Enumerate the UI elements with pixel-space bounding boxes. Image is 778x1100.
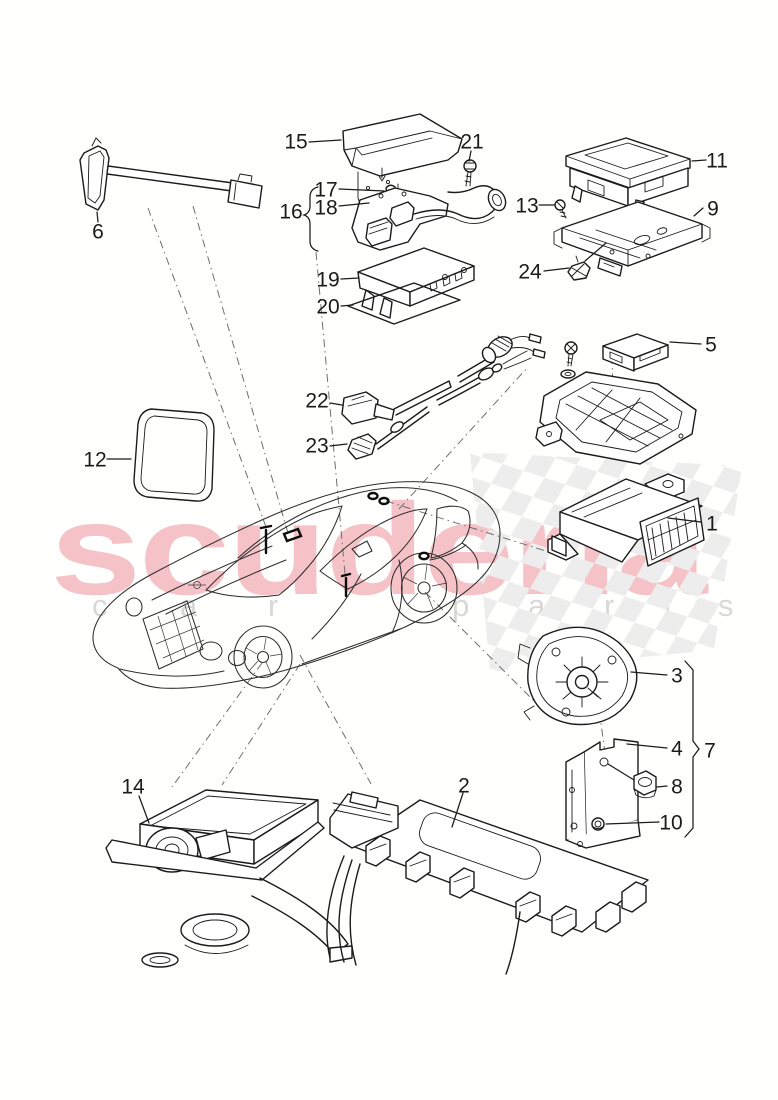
- callout-8: 8: [671, 776, 683, 799]
- tagline-letter: r: [268, 588, 278, 623]
- callout-11: 11: [706, 150, 728, 173]
- callout-14: 14: [121, 776, 145, 799]
- callout-6: 6: [92, 221, 104, 244]
- callout-13: 13: [515, 195, 538, 218]
- callout-21: 21: [460, 131, 483, 154]
- part-20-pad: [347, 282, 461, 325]
- part-22-wiring-harness: [341, 333, 546, 425]
- part-1-control-unit: [547, 473, 705, 567]
- callout-10: 10: [659, 812, 682, 835]
- callout-1: 1: [706, 513, 718, 536]
- mount-point-markers: [259, 491, 430, 598]
- part-11-control-unit: [565, 137, 691, 213]
- part-3-alarm-siren: [517, 626, 638, 726]
- callout-12: 12: [83, 449, 106, 472]
- screw-and-washer: [560, 341, 578, 379]
- connector-modules: [365, 835, 647, 937]
- part-21-screw: [463, 159, 477, 187]
- callout-3: 3: [671, 665, 683, 688]
- callout-lines: [96, 139, 707, 828]
- part-19-control-unit: [357, 247, 475, 319]
- callout-16: 16: [279, 201, 302, 224]
- callout-22: 22: [305, 390, 328, 413]
- callout-17: 17: [314, 179, 337, 202]
- part-4-mounting-bracket: [565, 738, 641, 849]
- callout-19: 19: [316, 269, 339, 292]
- part-14-horn-bracket-assembly: [105, 789, 353, 968]
- part-23-wiring-harness: [347, 350, 532, 460]
- mounting-tray: [535, 371, 697, 465]
- part-12-seal: [133, 408, 215, 502]
- part-16-bracket-with-harness: [351, 185, 507, 251]
- group-brace-7: [684, 660, 700, 838]
- leader-lines: [147, 205, 615, 819]
- part-10-nut: [591, 817, 605, 831]
- part-5-sensor-module: [602, 333, 669, 372]
- car-outline-bentley-coupe: [92, 481, 501, 689]
- part-8-nut: [633, 770, 657, 799]
- callout-7: 7: [704, 740, 716, 763]
- callout-2: 2: [458, 775, 470, 798]
- callout-9: 9: [707, 198, 719, 221]
- callout-23: 23: [305, 435, 328, 458]
- callout-24: 24: [518, 261, 542, 284]
- callout-15: 15: [284, 131, 307, 154]
- part-24-clip: [567, 242, 607, 281]
- part-13-screw: [554, 199, 567, 219]
- tagline-letter: p: [452, 588, 469, 623]
- callout-18: 18: [314, 197, 337, 220]
- part-6-antenna: [79, 137, 263, 211]
- callout-20: 20: [316, 296, 339, 319]
- callout-5: 5: [705, 334, 717, 357]
- callout-labels: 1 2 3 4 5 6 7 8 9 10 11 12 13 14 15 16 1…: [83, 131, 728, 835]
- tagline-letter: c: [92, 588, 108, 623]
- part-2-control-module: [326, 791, 649, 975]
- callout-4: 4: [671, 738, 683, 761]
